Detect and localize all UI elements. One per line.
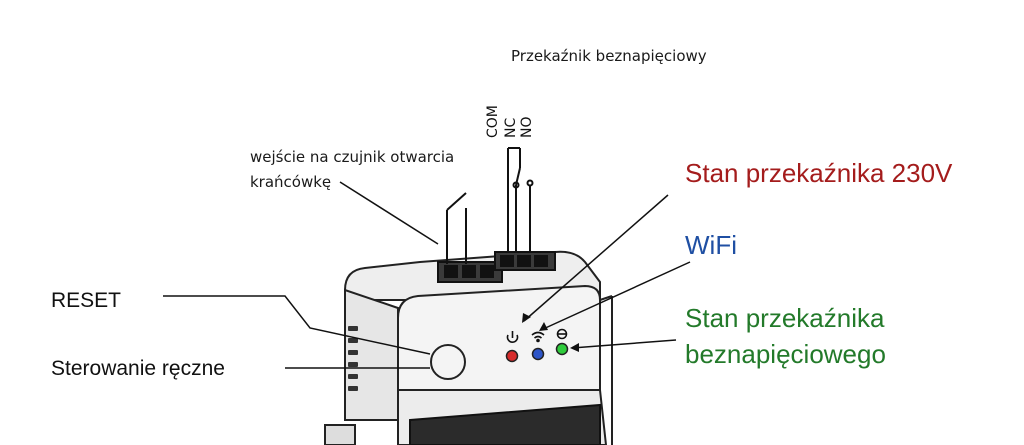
device-front-panel xyxy=(397,284,601,391)
led-relay-dry xyxy=(555,342,569,356)
relay-230v-label: Stan przekaźnika 230V xyxy=(685,158,953,188)
relay-title: Przekaźnik beznapięciowy xyxy=(511,47,707,65)
sensor-switch-wiring xyxy=(446,192,467,264)
dry-relay-label-line2: beznapięciowego xyxy=(685,339,886,369)
reset-label: RESET xyxy=(51,289,122,312)
device-foot xyxy=(324,424,356,445)
vent-slots xyxy=(348,326,358,391)
reset-button[interactable] xyxy=(430,344,466,380)
manual-control-label: Sterowanie ręczne xyxy=(51,357,225,380)
relay-contact-wiring xyxy=(507,147,534,253)
led-relay-230v xyxy=(505,349,519,363)
sensor-input-label-line1: wejście na czujnik otwarcia xyxy=(250,148,455,166)
leader-reset xyxy=(163,295,431,355)
pin-nc-label: NC xyxy=(503,117,519,138)
leader-dry xyxy=(571,339,677,349)
arrow-dry xyxy=(570,343,579,352)
wifi-label: WiFi xyxy=(685,230,737,260)
leader-input xyxy=(339,181,439,245)
sensor-input-terminal xyxy=(437,261,503,283)
wifi-icon xyxy=(531,331,545,343)
leader-wifi xyxy=(540,261,691,331)
leader-230v xyxy=(523,194,669,322)
dry-relay-label-line1: Stan przekaźnika xyxy=(685,303,885,333)
arrow-230v xyxy=(522,313,531,323)
device-display-window xyxy=(409,403,601,445)
power-icon xyxy=(506,331,519,343)
pin-no-label: NO xyxy=(519,116,535,139)
relay-terminal xyxy=(494,251,556,271)
led-wifi xyxy=(531,347,545,361)
sensor-input-label-line2: krańcówkę xyxy=(250,173,332,191)
pin-com-label: COM xyxy=(485,105,501,138)
arrow-wifi xyxy=(539,322,548,331)
relay-icon xyxy=(556,328,568,340)
